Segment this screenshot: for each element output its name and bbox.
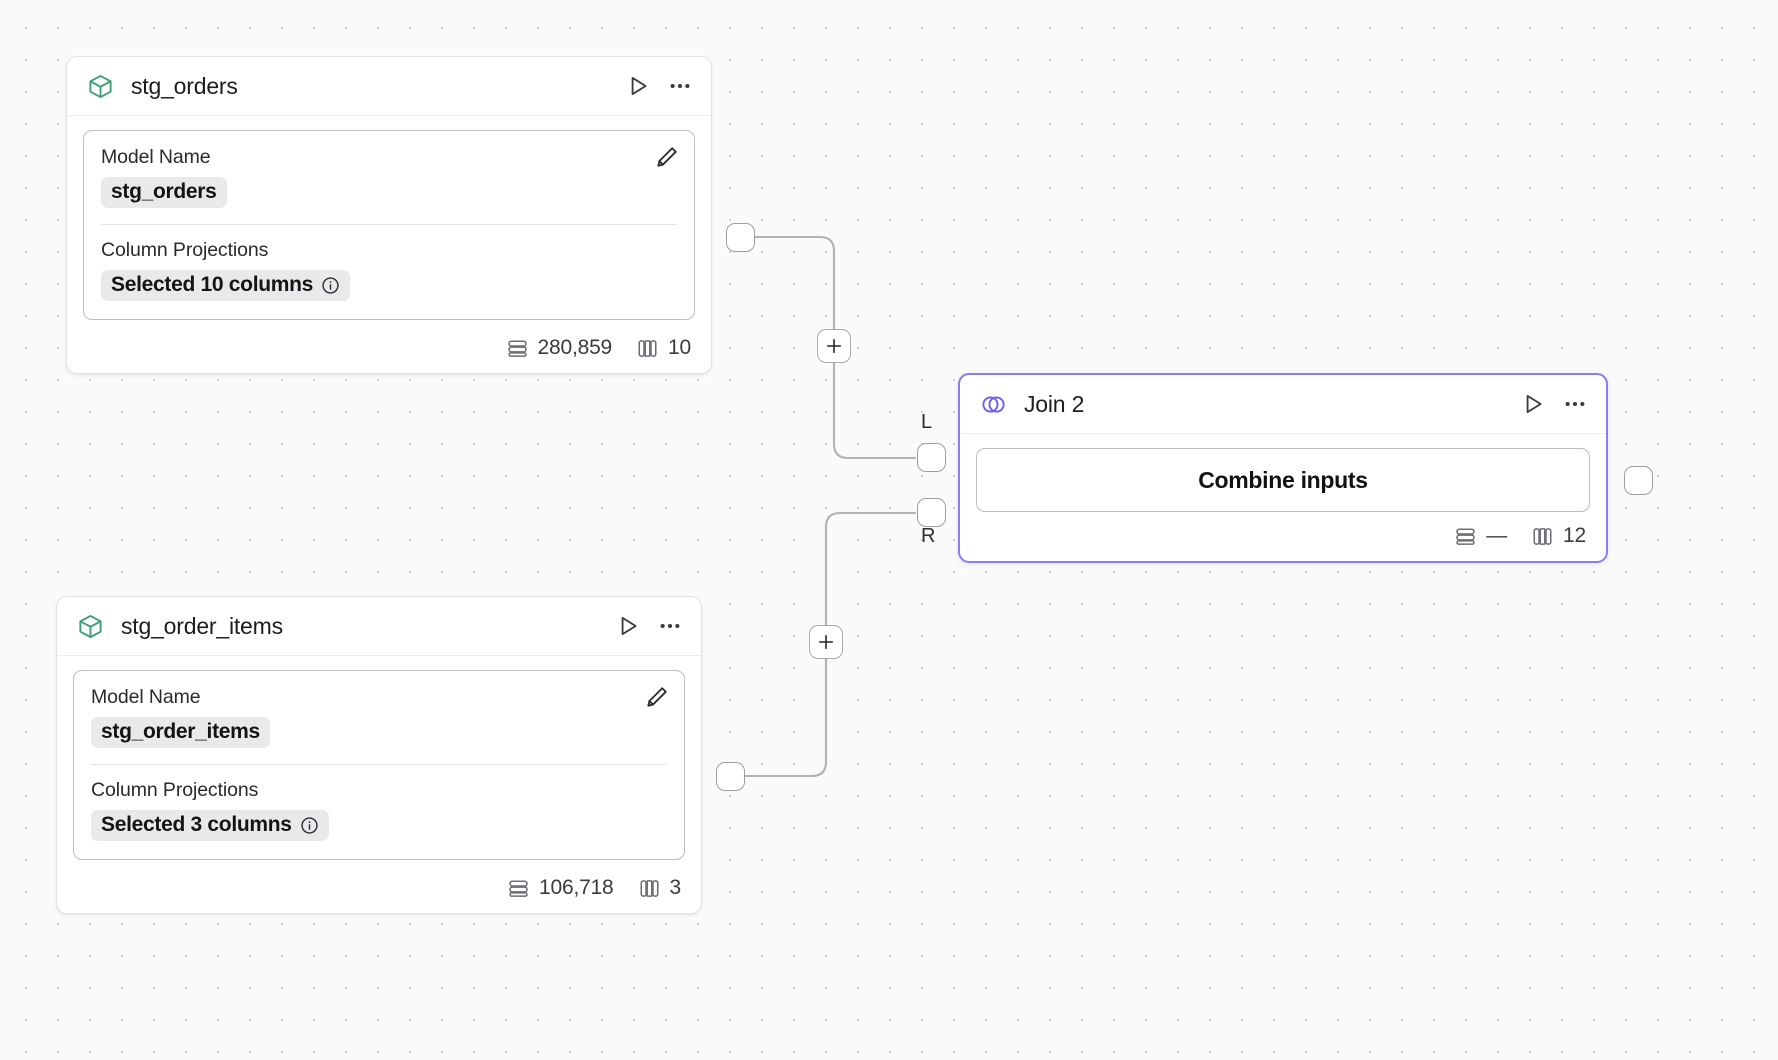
node-footer: 280,859 10 <box>67 326 711 373</box>
columns-icon <box>1531 525 1554 548</box>
node-footer: — 12 <box>960 514 1606 561</box>
column-projections-chip[interactable]: Selected 3 columns <box>91 810 329 841</box>
run-icon[interactable] <box>1520 391 1546 417</box>
node-header: Join 2 <box>960 375 1606 434</box>
rows-value: 280,859 <box>537 336 613 359</box>
node-stg-orders[interactable]: stg_orders Model Name <box>66 56 712 374</box>
columns-value: 10 <box>668 336 691 359</box>
node-body: Model Name stg_order_items Column Projec… <box>57 656 701 866</box>
more-options-icon[interactable] <box>657 613 683 639</box>
node-header: stg_orders <box>67 57 711 116</box>
run-icon[interactable] <box>625 73 651 99</box>
info-icon[interactable] <box>321 276 340 295</box>
cube-icon <box>77 613 104 640</box>
column-projections-value: Selected 10 columns <box>111 273 314 296</box>
node-title: Join 2 <box>1024 390 1085 417</box>
model-name-value: stg_orders <box>111 180 217 203</box>
input-handle-left[interactable] <box>917 443 946 472</box>
more-options-icon[interactable] <box>667 73 693 99</box>
combine-inputs-box[interactable]: Combine inputs <box>976 448 1590 512</box>
node-join-2[interactable]: Join 2 Combine inputs <box>958 373 1608 563</box>
node-footer: 106,718 3 <box>57 866 701 913</box>
rows-value: 106,718 <box>539 876 614 899</box>
panel-divider <box>91 764 667 765</box>
columns-stat: 10 <box>636 336 691 360</box>
edit-pencil-icon[interactable] <box>644 684 670 710</box>
node-body: Combine inputs <box>960 434 1606 514</box>
output-handle-join-2[interactable] <box>1624 466 1653 495</box>
column-projections-label: Column Projections <box>101 239 269 261</box>
model-name-value: stg_order_items <box>101 720 260 743</box>
input-handle-right[interactable] <box>917 498 946 527</box>
add-node-button-upper-edge[interactable] <box>817 329 851 363</box>
model-name-chip[interactable]: stg_order_items <box>91 717 270 748</box>
node-body: Model Name stg_orders Column Projections… <box>67 116 711 326</box>
output-handle-stg-order-items[interactable] <box>716 762 745 791</box>
cube-icon <box>87 73 114 100</box>
model-config-panel: Model Name stg_orders Column Projections… <box>83 130 695 320</box>
rows-value: — <box>1486 524 1508 547</box>
column-projections-label: Column Projections <box>91 779 259 801</box>
input-handle-label-left: L <box>921 411 933 433</box>
rows-stat: — <box>1454 524 1507 548</box>
columns-icon <box>636 337 659 360</box>
panel-divider <box>101 224 677 225</box>
rows-icon <box>1454 525 1477 548</box>
model-config-panel: Model Name stg_order_items Column Projec… <box>73 670 685 860</box>
venn-icon <box>980 391 1007 418</box>
more-options-icon[interactable] <box>1562 391 1588 417</box>
info-icon[interactable] <box>300 816 319 835</box>
column-projections-value: Selected 3 columns <box>101 813 292 836</box>
model-name-chip[interactable]: stg_orders <box>101 177 227 208</box>
rows-stat: 106,718 <box>507 876 614 900</box>
model-name-label: Model Name <box>91 686 201 708</box>
input-handle-label-right: R <box>921 525 936 547</box>
node-title: stg_order_items <box>121 612 283 639</box>
columns-icon <box>638 877 661 900</box>
columns-stat: 3 <box>638 876 681 900</box>
combine-inputs-label: Combine inputs <box>1198 466 1368 493</box>
node-header: stg_order_items <box>57 597 701 656</box>
columns-value: 12 <box>1563 524 1586 547</box>
columns-value: 3 <box>669 876 682 899</box>
rows-icon <box>506 337 529 360</box>
add-node-button-lower-edge[interactable] <box>809 625 843 659</box>
output-handle-stg-orders[interactable] <box>726 223 755 252</box>
node-stg-order-items[interactable]: stg_order_items Model <box>56 596 702 914</box>
column-projections-chip[interactable]: Selected 10 columns <box>101 270 351 301</box>
rows-icon <box>507 877 530 900</box>
edit-pencil-icon[interactable] <box>654 144 680 170</box>
run-icon[interactable] <box>615 613 641 639</box>
columns-stat: 12 <box>1531 524 1586 548</box>
model-name-label: Model Name <box>101 146 211 168</box>
node-title: stg_orders <box>131 72 238 99</box>
rows-stat: 280,859 <box>506 336 613 360</box>
